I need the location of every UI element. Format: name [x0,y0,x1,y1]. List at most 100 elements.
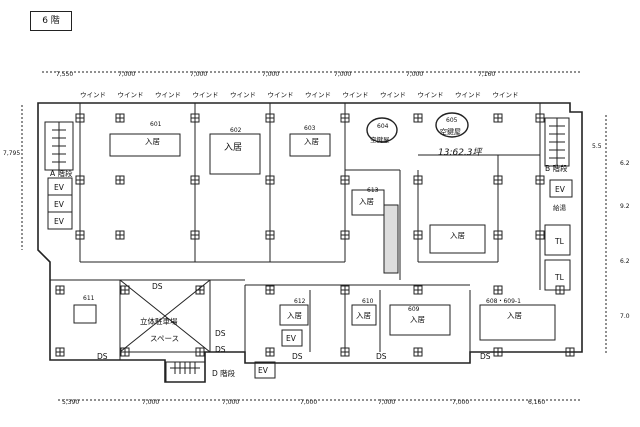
column-marker [413,285,423,295]
floor-title: 6 階 [30,11,72,31]
room-status: 入居 [145,137,160,146]
column-marker [120,285,130,295]
column-marker [115,230,125,240]
elevator-label: EV [54,183,65,192]
room-status: 空鍵屋 [370,135,390,144]
column-marker [340,230,350,240]
column-marker [340,347,350,357]
dim-label: 7,000 [262,71,279,78]
shaft [383,204,399,274]
room-block [73,304,97,324]
column-marker [493,230,503,240]
room-status: 入居 [507,311,522,320]
room-number: 612 [294,298,306,305]
elevator-label: EV [555,185,566,194]
dim-label: 7,160 [478,71,495,78]
room-block [351,189,385,216]
column-marker [190,230,200,240]
elevator-label: EV [286,334,297,343]
room-block [479,304,556,341]
column-marker [265,285,275,295]
stair-d-box [165,361,206,383]
room-block [109,133,181,157]
dim-label: 7,000 [378,399,395,406]
handdrawn-circle [435,112,469,138]
window-label: ウインド [193,91,219,99]
dim-label: 7,550 [56,71,73,78]
column-marker [413,175,423,185]
window-label: ウインド [455,91,481,99]
dim-label: 5.5 [592,143,602,150]
ds-label: DS [480,352,491,361]
dim-label: 7,000 [334,71,351,78]
elevator-box [254,361,276,379]
room-status: 空鍵屋 [440,127,461,136]
window-label: ウインド [80,91,106,99]
stair-d-label: D 階段 [212,368,236,378]
dim-label: 9.2 [620,203,630,210]
dim-label: 7,000 [190,71,207,78]
column-marker [75,230,85,240]
ds-label: DS [215,345,226,354]
room-status: 入居 [356,311,371,320]
dim-label: 7,795 [3,150,20,157]
column-marker [265,175,275,185]
ds-label: DS [215,329,226,338]
window-label: ウインド [343,91,369,99]
toilet-box [544,224,571,256]
dim-label: 7,000 [406,71,423,78]
ds-label: DS [152,282,163,291]
room-number: 603 [304,125,316,132]
column-marker [55,285,65,295]
room-number: 601 [150,121,162,128]
room-status: 入居 [224,142,242,153]
elevator-label: EV [54,217,65,226]
stair-b-label: B 階段 [545,163,568,173]
dim-label: 6,160 [528,399,545,406]
tl-label: TL [554,273,565,282]
room-number: 611 [83,295,95,302]
dim-label: 7.0 [620,313,630,320]
room-number: 610 [362,298,374,305]
column-marker [75,113,85,123]
room-number: 605 [446,117,458,124]
parking-sublabel: スペース [150,334,179,343]
parking-label: 立体駐車場 [140,316,178,326]
room-number: 613 [367,187,379,194]
window-label: ウインド [418,91,444,99]
column-marker [120,347,130,357]
parking-space [119,279,211,353]
room-block [389,304,451,336]
dim-label: 7,000 [142,399,159,406]
column-marker [413,113,423,123]
column-marker [535,175,545,185]
ds-label: DS [97,352,108,361]
window-label: ウインド [155,91,181,99]
column-marker [493,347,503,357]
room-number: 608・609-1 [486,298,521,305]
handdrawn-circle [366,117,398,143]
elevator-box [47,211,73,230]
window-label: ウインド [268,91,294,99]
column-marker [493,175,503,185]
room-block [209,133,261,175]
ds-label: DS [376,352,387,361]
window-label: ウインド [118,91,144,99]
room-number: 604 [377,123,389,130]
room-status: 入居 [359,197,374,206]
ds-label: DS [292,352,303,361]
parking-cross [119,279,211,353]
column-marker [340,113,350,123]
column-marker [190,175,200,185]
column-marker [555,285,565,295]
column-marker [340,285,350,295]
stair-a-label: A 階段 [50,168,73,178]
column-marker [535,230,545,240]
column-marker [340,175,350,185]
handwritten-note: 13:62.3坪 [438,147,484,158]
column-marker [413,230,423,240]
elevator-box [549,179,573,198]
dim-label: 7,000 [222,399,239,406]
